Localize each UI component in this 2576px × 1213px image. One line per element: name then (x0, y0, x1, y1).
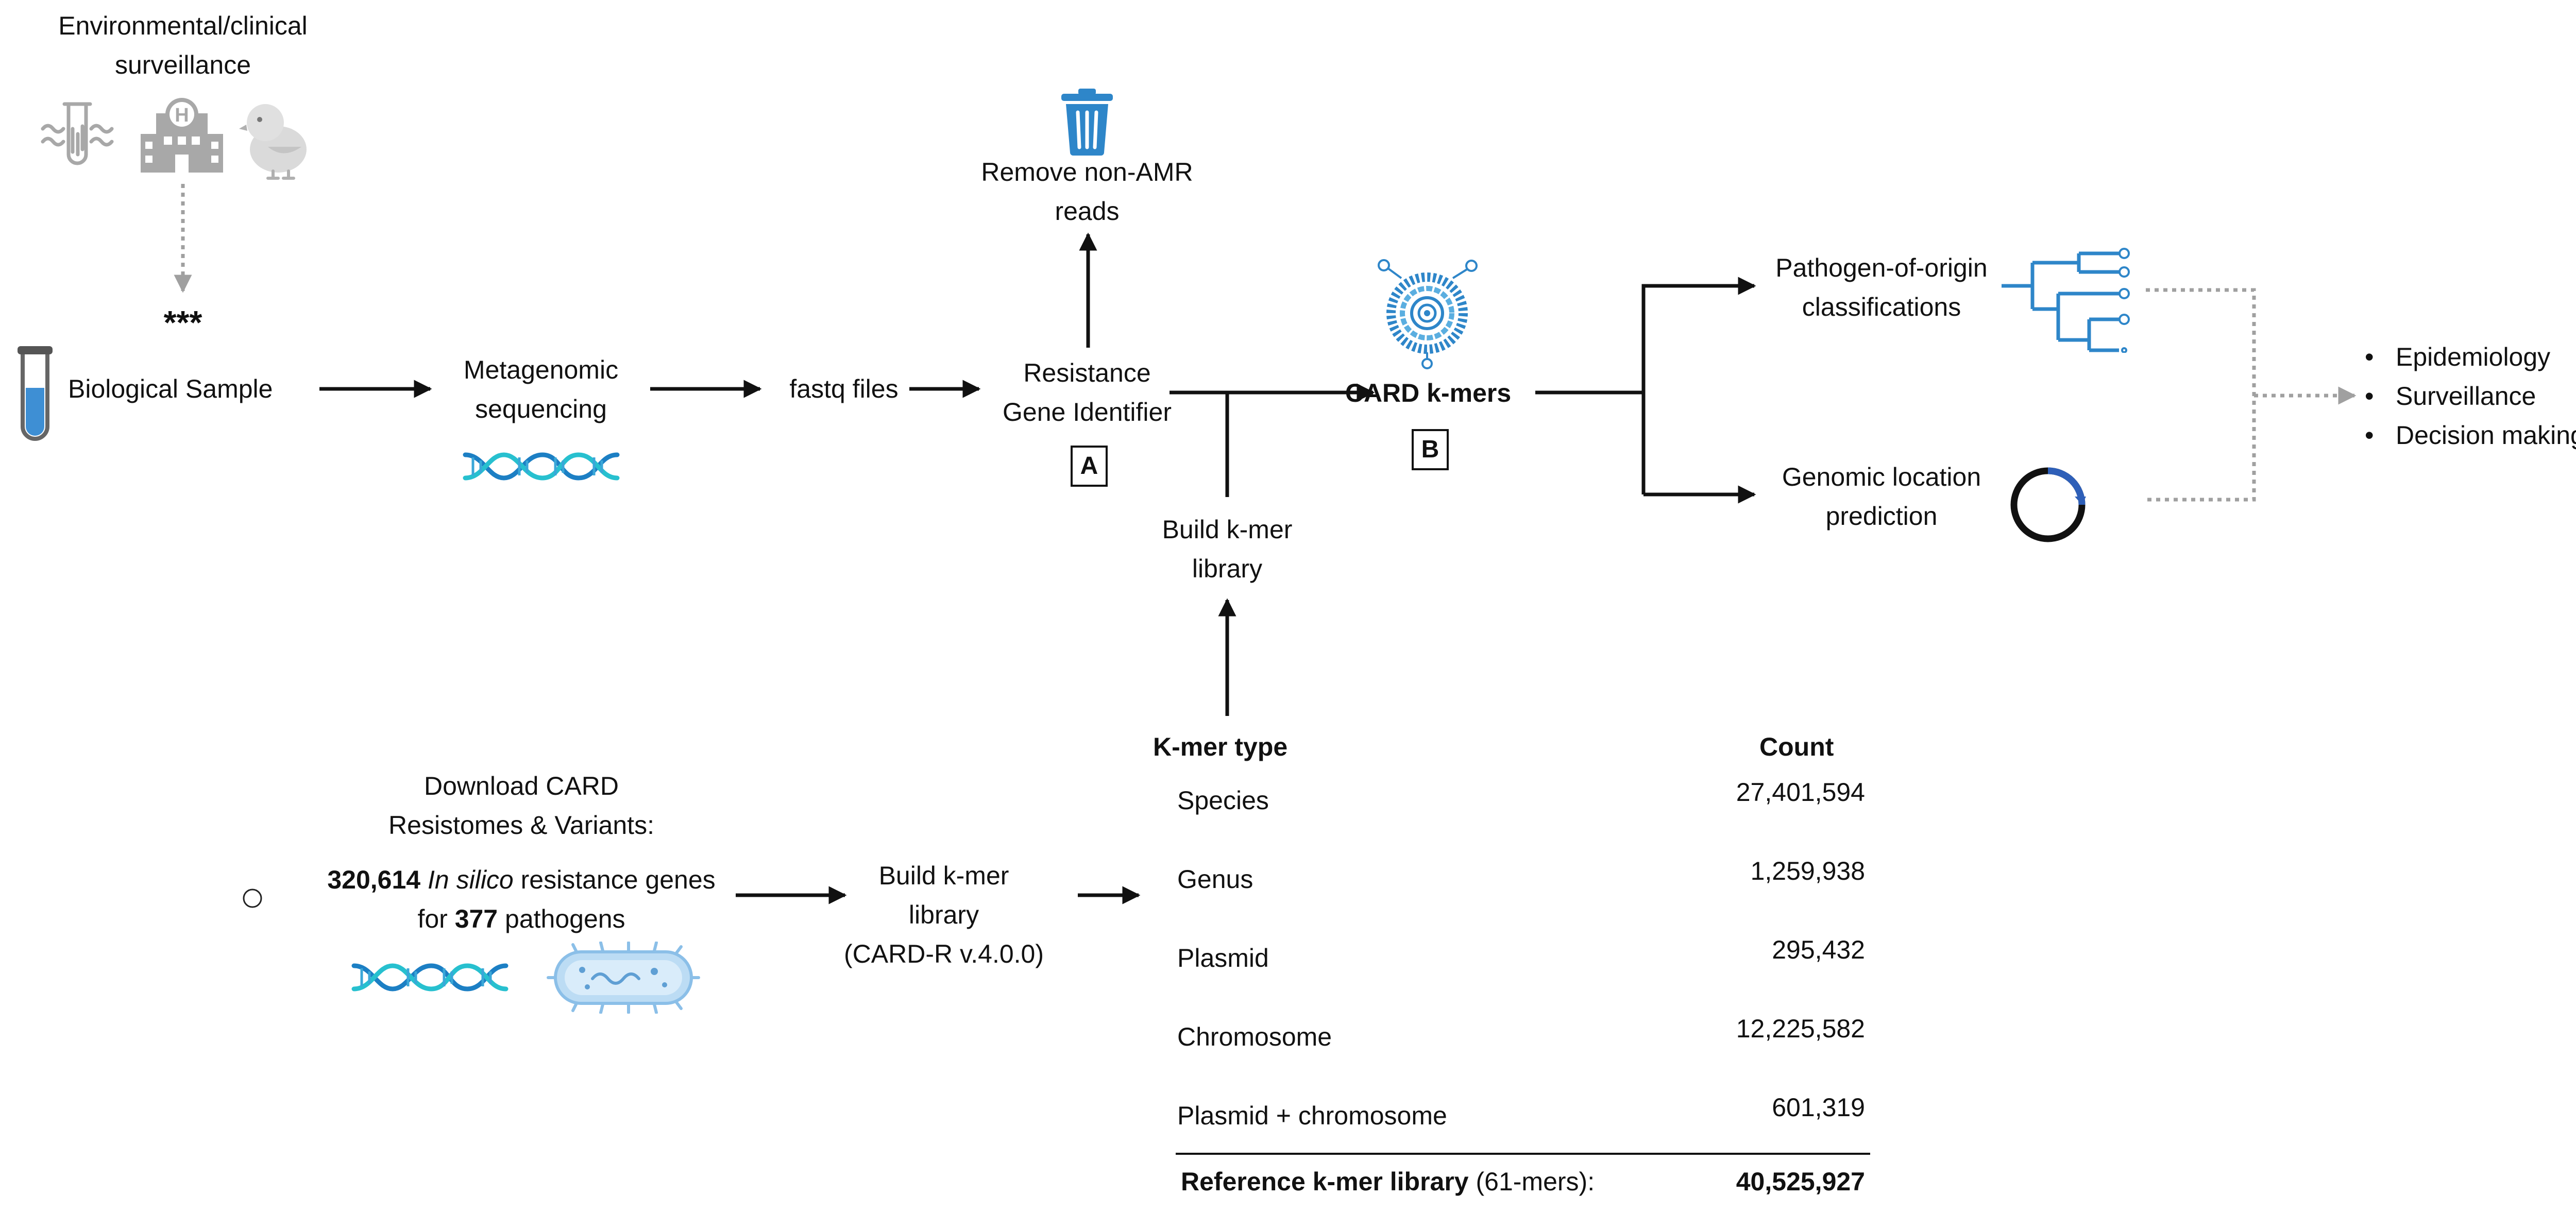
download-gene-line: 320,614 In silico resistance genes (327, 865, 716, 894)
outcome-surveillance: •Surveillance (2365, 382, 2536, 411)
download-pathogen-line: for 377 pathogens (417, 904, 625, 933)
metagenomic-label-line2: sequencing (475, 395, 607, 423)
test-tubes-icon (41, 102, 114, 165)
build-bottom-line1: Build k-mer (878, 861, 1009, 890)
genomic-label-line1: Genomic location (1782, 463, 1981, 491)
table-row-type: Plasmid (1177, 944, 1269, 972)
download-line2: Resistomes & Variants: (388, 811, 654, 840)
fastq-files-label: fastq files (789, 374, 899, 403)
table-header-type: K-mer type (1153, 732, 1288, 761)
build-bottom-line3: (CARD-R v.4.0.0) (843, 939, 1044, 968)
table-row-count: 27,401,594 (1736, 778, 1865, 807)
stars-marker: *** (163, 304, 202, 341)
plasmid-ring-icon (2010, 467, 2086, 542)
remove-label-line2: reads (1055, 197, 1120, 226)
sample-tube-icon (18, 346, 53, 441)
dna-icon (351, 963, 509, 992)
trash-icon (1061, 89, 1113, 156)
rgi-label-line1: Resistance (1023, 358, 1151, 387)
biological-sample-label: Biological Sample (68, 374, 273, 403)
table-row-count: 295,432 (1772, 935, 1865, 964)
table-header-count: Count (1759, 732, 1834, 761)
dotted-pathogen-to-outcomes (2146, 288, 2256, 502)
surveillance-title-line1: Environmental/clinical (58, 11, 308, 40)
table-row-count: 12,225,582 (1736, 1014, 1865, 1043)
hospital-icon: H (141, 98, 223, 173)
rgi-badge-a: A (1071, 446, 1108, 487)
bacterium-icon (547, 942, 700, 1014)
pathogen-label-line2: classifications (1802, 293, 1961, 321)
build-top-line1: Build k-mer (1162, 515, 1293, 544)
metagenomic-label-line1: Metagenomic (463, 355, 619, 384)
table-total-count: 40,525,927 (1736, 1167, 1865, 1196)
card-kmers-label: CARD k-mers (1345, 379, 1512, 407)
table-row-type: Genus (1177, 865, 1253, 894)
bullet-circle-icon (243, 889, 262, 908)
dna-icon (463, 452, 620, 481)
remove-label-line1: Remove non-AMR (981, 158, 1193, 186)
phylogeny-tree-icon (2002, 248, 2130, 353)
outcome-decision-making: •Decision making (2365, 421, 2576, 450)
rgi-label-line2: Gene Identifier (1003, 398, 1172, 426)
pathogen-label-line1: Pathogen-of-origin (1775, 253, 1988, 282)
download-line1: Download CARD (424, 772, 619, 800)
arrow-to-pathogen (1641, 277, 1756, 494)
table-row-count: 1,259,938 (1750, 857, 1865, 885)
surveillance-title-line2: surveillance (114, 50, 251, 79)
card-badge-b: B (1412, 429, 1449, 470)
table-row-type: Species (1177, 786, 1269, 815)
card-kmer-icon (1378, 259, 1478, 369)
build-bottom-line2: library (908, 900, 979, 929)
table-row-count: 601,319 (1772, 1093, 1865, 1122)
table-row-type: Plasmid + chromosome (1177, 1101, 1447, 1130)
outcome-epidemiology: •Epidemiology (2365, 343, 2551, 371)
table-row-type: Chromosome (1177, 1022, 1332, 1051)
genomic-label-line2: prediction (1825, 502, 1938, 531)
chick-icon (239, 104, 307, 180)
build-top-line2: library (1192, 554, 1263, 583)
svg-text:H: H (175, 105, 189, 126)
table-total-label: Reference k-mer library (61-mers): (1181, 1167, 1595, 1196)
